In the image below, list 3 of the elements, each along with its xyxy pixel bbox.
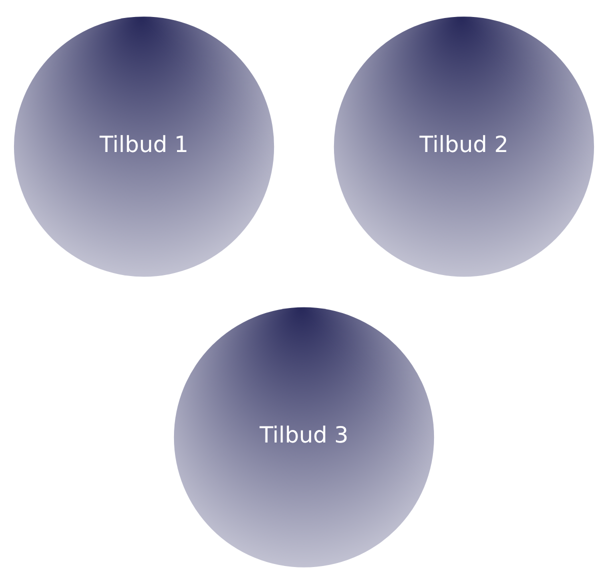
node-circle: Tilbud 1 xyxy=(14,16,274,277)
node-circle: Tilbud 3 xyxy=(174,307,434,568)
node-circle: Tilbud 2 xyxy=(334,16,594,277)
